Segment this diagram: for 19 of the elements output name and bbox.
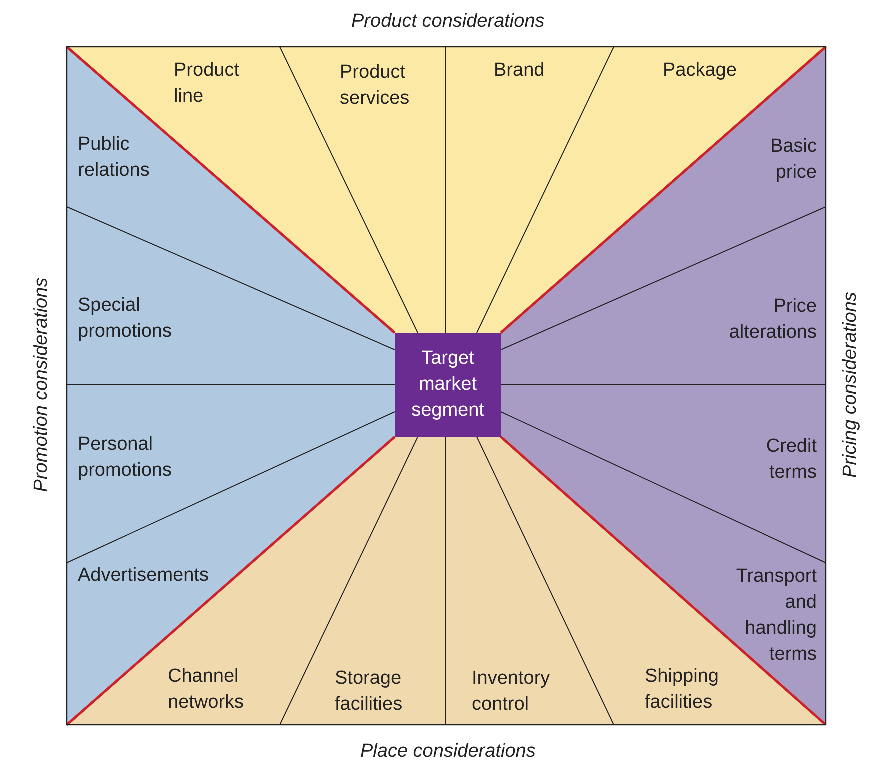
- segment-label: Basic price: [727, 134, 817, 186]
- side-heading: Product considerations: [352, 11, 545, 33]
- side-heading: Place considerations: [360, 741, 536, 763]
- side-heading: Pricing considerations: [840, 292, 862, 478]
- segment-label: Product services: [340, 60, 430, 112]
- segment-label: Inventory control: [472, 666, 567, 718]
- segment-label: Public relations: [78, 132, 173, 184]
- center-box: Target market segment: [395, 333, 501, 437]
- segment-label: Personal promotions: [78, 432, 203, 484]
- segment-label: Special promotions: [78, 293, 203, 345]
- segment-label: Price alterations: [702, 294, 817, 346]
- segment-label: Brand: [494, 58, 584, 84]
- segment-label: Product line: [174, 58, 259, 110]
- segment-label: Storage facilities: [335, 666, 430, 718]
- segment-label: Package: [663, 58, 753, 84]
- segment-label: Advertisements: [78, 563, 238, 589]
- segment-label: Credit terms: [727, 434, 817, 486]
- side-heading: Promotion considerations: [31, 278, 54, 492]
- segment-label: Channel networks: [168, 664, 263, 716]
